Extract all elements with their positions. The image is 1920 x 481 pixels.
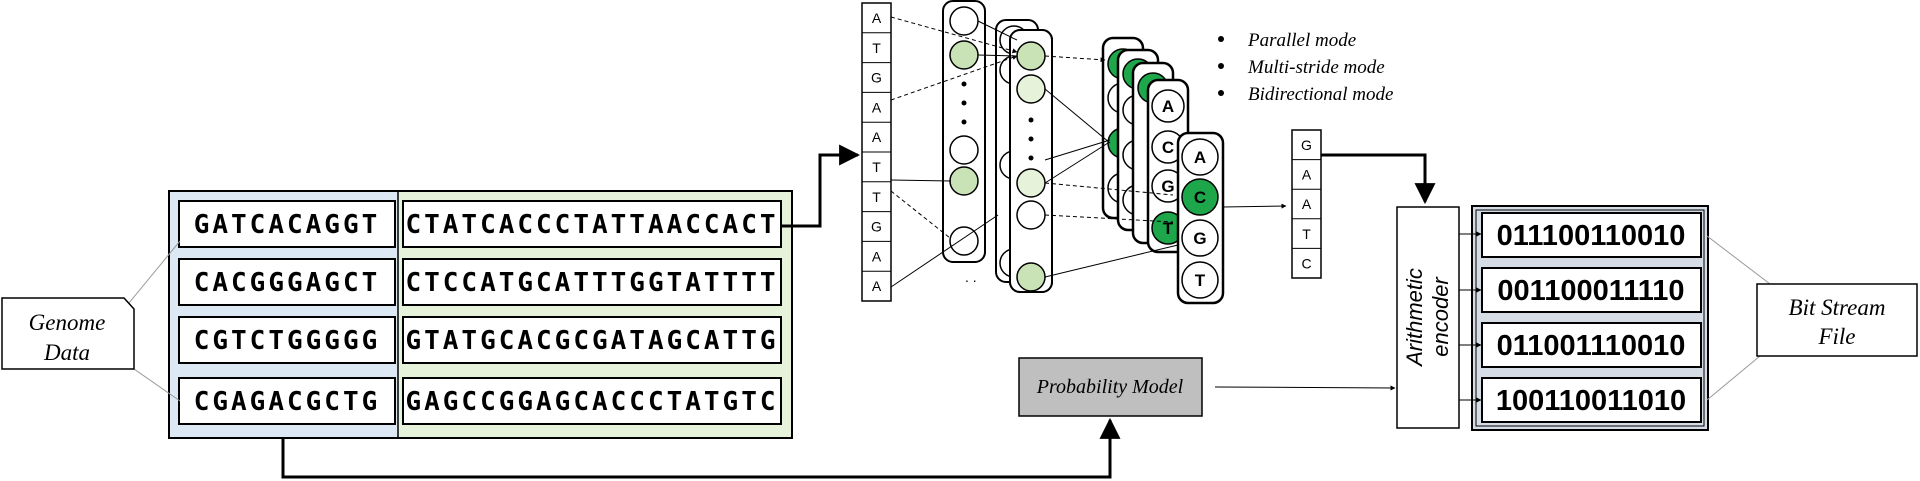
output-node: T (1181, 261, 1219, 299)
sequence-row: CGAGACGCTG GAGCCGGAGCACCCTATGTC (178, 377, 782, 425)
svg-text:Probability Model: Probability Model (1036, 376, 1184, 398)
sequence-right: GAGCCGGAGCACCCTATGTC (405, 387, 778, 417)
genome-data-block: GATCACAGGT CTATCACCCTATTAACCACT CACGGGAG… (168, 190, 793, 439)
svg-text:A: A (872, 10, 882, 26)
hidden-layer-2-stack (995, 19, 1053, 293)
svg-text:File: File (1817, 324, 1855, 349)
svg-text:011100110010: 011100110010 (1497, 220, 1686, 252)
svg-text:Parallel mode: Parallel mode (1247, 30, 1356, 51)
network-connections (890, 16, 1287, 288)
sequence-right: GTATGCACGCGATAGCATTG (405, 326, 778, 356)
svg-text:A: A (1194, 148, 1206, 167)
svg-text:T: T (1163, 219, 1174, 238)
svg-text:T: T (872, 189, 881, 205)
svg-text:G: G (1193, 229, 1206, 248)
probability-model-box: Probability Model (1018, 357, 1203, 417)
bit-row: 011001110010 (1481, 322, 1702, 368)
svg-text:G: G (871, 219, 882, 235)
svg-text:A: A (1162, 97, 1174, 116)
sequence-row: GATCACAGGT CTATCACCCTATTAACCACT (178, 200, 782, 248)
input-cell: T (862, 32, 891, 56)
hidden-layer-1 (942, 0, 986, 263)
svg-text:C: C (1301, 255, 1311, 271)
output-cell: A (1292, 159, 1321, 183)
svg-text:G: G (1161, 177, 1174, 196)
svg-text:001100011110: 001100011110 (1497, 275, 1684, 307)
svg-text:A: A (872, 129, 882, 145)
sequence-left: CGTCTGGGGG (194, 326, 381, 356)
svg-text:T: T (872, 159, 881, 175)
bit-row: 100110011010 (1481, 377, 1702, 423)
sequence-right: CTATCACCCTATTAACCACT (405, 210, 778, 240)
output-cell: C (1292, 247, 1321, 271)
probability-arrow (281, 417, 1121, 479)
bit-row: 001100011110 (1481, 267, 1702, 313)
sequence-left: CACGGGAGCT (194, 268, 381, 298)
svg-text:T: T (1195, 271, 1206, 290)
svg-text:Multi-stride mode: Multi-stride mode (1247, 57, 1385, 78)
svg-text:A: A (1302, 196, 1312, 212)
svg-text:Genome: Genome (29, 310, 106, 335)
output-cell: A (1292, 188, 1321, 212)
sequence-left: GATCACAGGT (194, 210, 381, 240)
svg-text:C: C (1162, 138, 1174, 157)
bit-row: 011100110010 (1481, 212, 1702, 258)
input-cell: A (862, 121, 891, 145)
svg-text:100110011010: 100110011010 (1496, 385, 1686, 417)
sequence-row: CACGGGAGCT CTCCATGCATTTGGTATTTT (178, 258, 782, 306)
output-cell: G (1301, 137, 1312, 153)
bit-stream-file-label: Bit Stream File (1706, 235, 1918, 401)
input-cell: A (862, 270, 891, 294)
input-arrow (781, 144, 861, 228)
modes-list: Parallel mode Multi-stride mode Bidirect… (1218, 30, 1393, 105)
svg-text:C: C (1194, 188, 1206, 207)
svg-text:T: T (1302, 226, 1311, 242)
model-to-encoder-arrow (1214, 385, 1396, 391)
arithmetic-encoder-box: Arithmetic encoder (1396, 206, 1460, 429)
output-node: G (1181, 219, 1219, 257)
output-cell: T (1292, 218, 1321, 242)
svg-text:Data: Data (43, 340, 90, 365)
front-output-nodes: A C G T (1181, 138, 1219, 299)
svg-text:Arithmetic: Arithmetic (1402, 268, 1427, 368)
svg-text:A: A (872, 248, 882, 264)
output-node: A (1151, 89, 1185, 123)
encoder-input-arrow (1321, 153, 1436, 205)
bit-stream-panel: 011100110010 001100011110 011001110010 1001… (1471, 205, 1709, 431)
output-node: C (1181, 178, 1219, 216)
input-cell: T (862, 181, 891, 205)
svg-text:A: A (872, 99, 882, 115)
sequence-left: CGAGACGCTG (194, 387, 381, 417)
svg-text:Bit Stream: Bit Stream (1789, 295, 1886, 320)
svg-text:. .: . . (965, 269, 977, 285)
svg-text:G: G (1301, 137, 1312, 153)
input-cell: G (862, 211, 891, 235)
input-cell: A (872, 10, 882, 26)
svg-text:A: A (872, 278, 882, 294)
svg-text:Bidirectional mode: Bidirectional mode (1248, 84, 1393, 105)
back-output-nodes: A C G T (1151, 89, 1185, 245)
genome-outer-frame (168, 190, 793, 439)
svg-text:011001110010: 011001110010 (1497, 330, 1686, 362)
input-cell: T (862, 151, 891, 175)
sequence-right: CTCCATGCATTTGGTATTTT (405, 268, 778, 298)
sequence-row: CGTCTGGGGG GTATGCACGCGATAGCATTG (178, 316, 782, 364)
svg-text:encoder: encoder (1428, 276, 1453, 357)
input-cell: A (862, 91, 891, 115)
svg-text:A: A (1302, 167, 1312, 183)
input-cell: G (862, 62, 891, 86)
output-node: A (1181, 138, 1219, 176)
encoder-output-arrows (1459, 231, 1482, 403)
genome-data-label: Genome Data (1, 240, 181, 402)
svg-text:G: G (871, 70, 882, 86)
svg-text:T: T (872, 40, 881, 56)
input-cell: A (862, 240, 891, 264)
